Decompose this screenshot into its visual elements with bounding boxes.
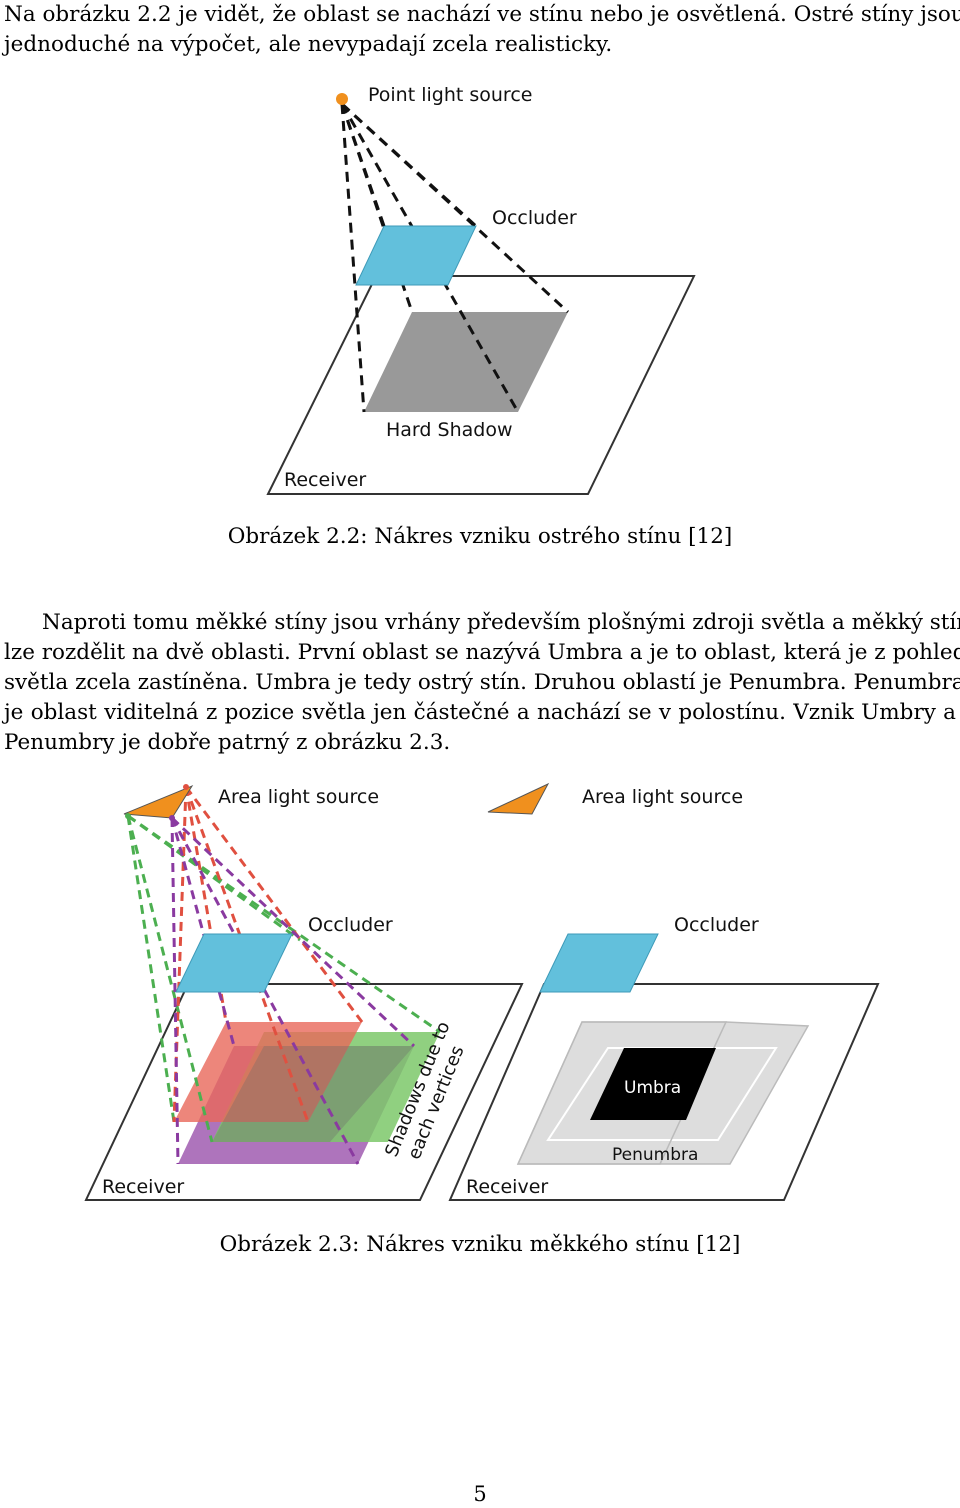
left-area-light-icon	[123, 784, 194, 819]
umbra-shape	[590, 1048, 716, 1120]
left-occluder-shape	[175, 933, 293, 993]
body-line-3: světla zcela zastíněna. Umbra je tedy os…	[4, 670, 960, 695]
red-shadow-shape	[174, 1022, 362, 1122]
left-label-light: Area light source	[218, 786, 379, 808]
body-line-2: lze rozdělit na dvě oblasti. První oblas…	[4, 640, 960, 665]
right-label-penumbra: Penumbra	[612, 1145, 698, 1165]
intro-line-1: Na obrázku 2.2 je vidět, že oblast se na…	[4, 2, 960, 27]
figure-hard-shadow: Point light source Occluder Hard Shadow …	[266, 84, 696, 495]
caption-figure-2-2: Obrázek 2.2: Nákres vzniku ostrého stínu…	[227, 524, 733, 549]
body-line-5: Penumbry je dobře patrný z obrázku 2.3.	[4, 730, 451, 755]
caption-figure-2-3: Obrázek 2.3: Nákres vzniku měkkého stínu…	[219, 1232, 741, 1257]
right-area-light-icon	[487, 782, 550, 815]
label-receiver: Receiver	[284, 469, 366, 491]
left-panel: Area light source Occluder Shadows due t…	[84, 784, 524, 1201]
hard-shadow-shape	[364, 312, 568, 412]
right-label-light: Area light source	[582, 786, 743, 808]
right-label-umbra: Umbra	[624, 1078, 681, 1098]
body-line-1: Naproti tomu měkké stíny jsou vrhány pře…	[42, 610, 960, 635]
intro-paragraph: Na obrázku 2.2 je vidět, že oblast se na…	[4, 0, 960, 60]
page-number: 5	[473, 1482, 487, 1506]
right-occluder-shape	[539, 933, 659, 993]
intro-line-2: jednoduché na výpočet, ale nevypadají zc…	[4, 32, 613, 57]
body-paragraph: Naproti tomu měkké stíny jsou vrhány pře…	[4, 608, 960, 758]
figure-soft-shadow: Area light source Occluder Shadows due t…	[84, 782, 880, 1201]
right-panel: Area light source Occluder Umbra Penumbr…	[448, 782, 880, 1201]
label-hard-shadow: Hard Shadow	[386, 419, 512, 441]
right-label-receiver: Receiver	[466, 1176, 548, 1198]
left-rays	[126, 786, 441, 1165]
body-line-4: je oblast viditelná z pozice světla jen …	[4, 700, 956, 725]
label-point-light: Point light source	[368, 84, 532, 106]
occluder-shape	[355, 225, 477, 286]
point-light-icon	[336, 93, 348, 105]
left-label-receiver: Receiver	[102, 1176, 184, 1198]
left-label-occluder: Occluder	[308, 914, 393, 936]
label-occluder: Occluder	[492, 207, 577, 229]
right-label-occluder: Occluder	[674, 914, 759, 936]
